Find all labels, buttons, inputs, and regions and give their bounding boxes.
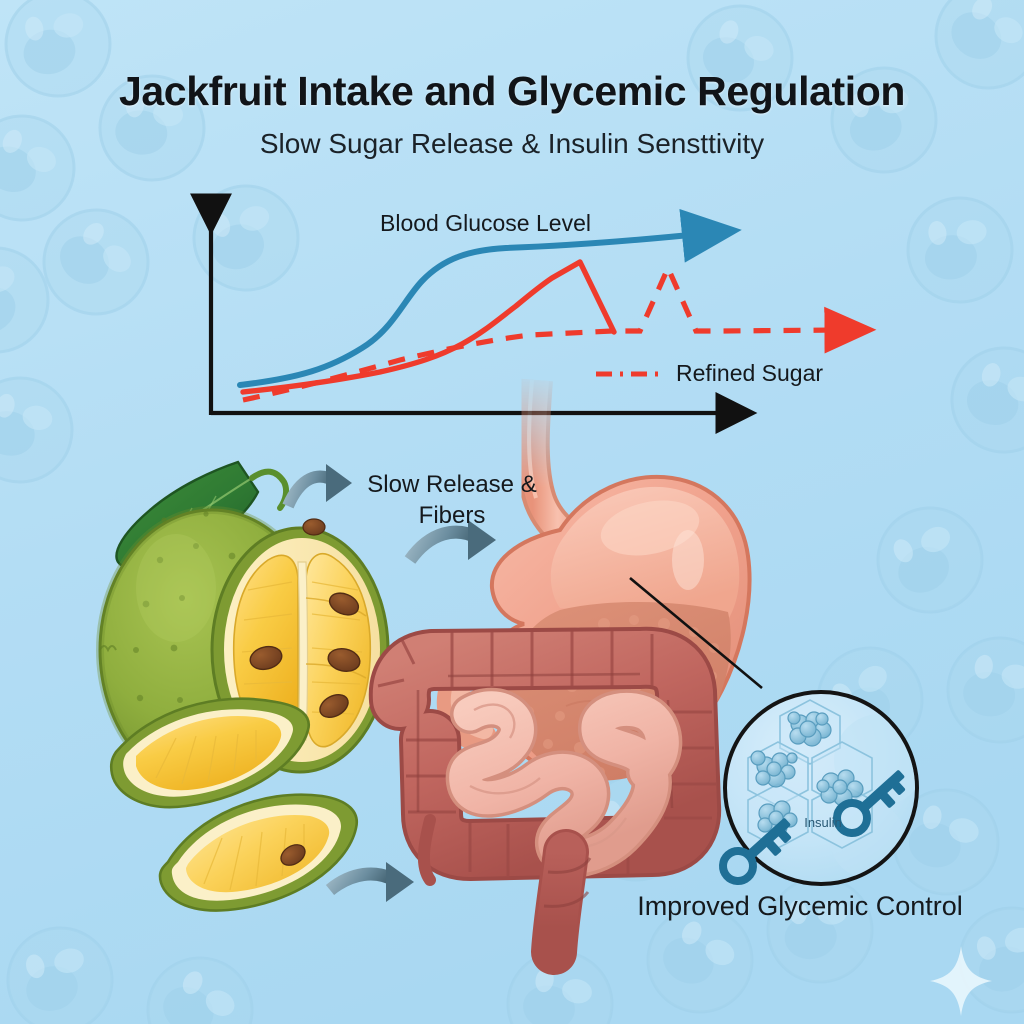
sparkle-icon [930, 946, 992, 1016]
label-insulin: Insulin [804, 815, 842, 830]
page-title: Jackfruit Intake and Glycemic Regulation [118, 68, 906, 114]
series-refined-sugar-dashed [242, 261, 877, 403]
arrow-to-intestine [325, 862, 414, 902]
jackfruit-wedge-1 [109, 697, 311, 809]
leader-line [629, 577, 763, 689]
chart-axes [190, 193, 758, 434]
arrow-slow-release [282, 464, 352, 509]
key-icon [719, 770, 906, 885]
jackfruit-illustration [96, 460, 390, 912]
jackfruit-wedge-2 [158, 793, 359, 912]
annotation-slow-release: Slow Release & Fibers [367, 471, 537, 529]
chart-label-blood-glucose: Blood Glucose Level [380, 210, 591, 236]
annotation-improved-glycemic-control: Improved Glycemic Control [637, 891, 963, 921]
arrow-to-stomach [404, 520, 496, 564]
series-blood-glucose-level [237, 208, 742, 388]
chart-legend-refined-sugar: Refined Sugar [676, 360, 824, 386]
page-subtitle: Slow Sugar Release & Insulin Sensttivity [259, 128, 765, 159]
cell-magnifier [719, 690, 919, 886]
molecule-cluster [750, 711, 864, 837]
intestines-illustration [368, 626, 722, 980]
